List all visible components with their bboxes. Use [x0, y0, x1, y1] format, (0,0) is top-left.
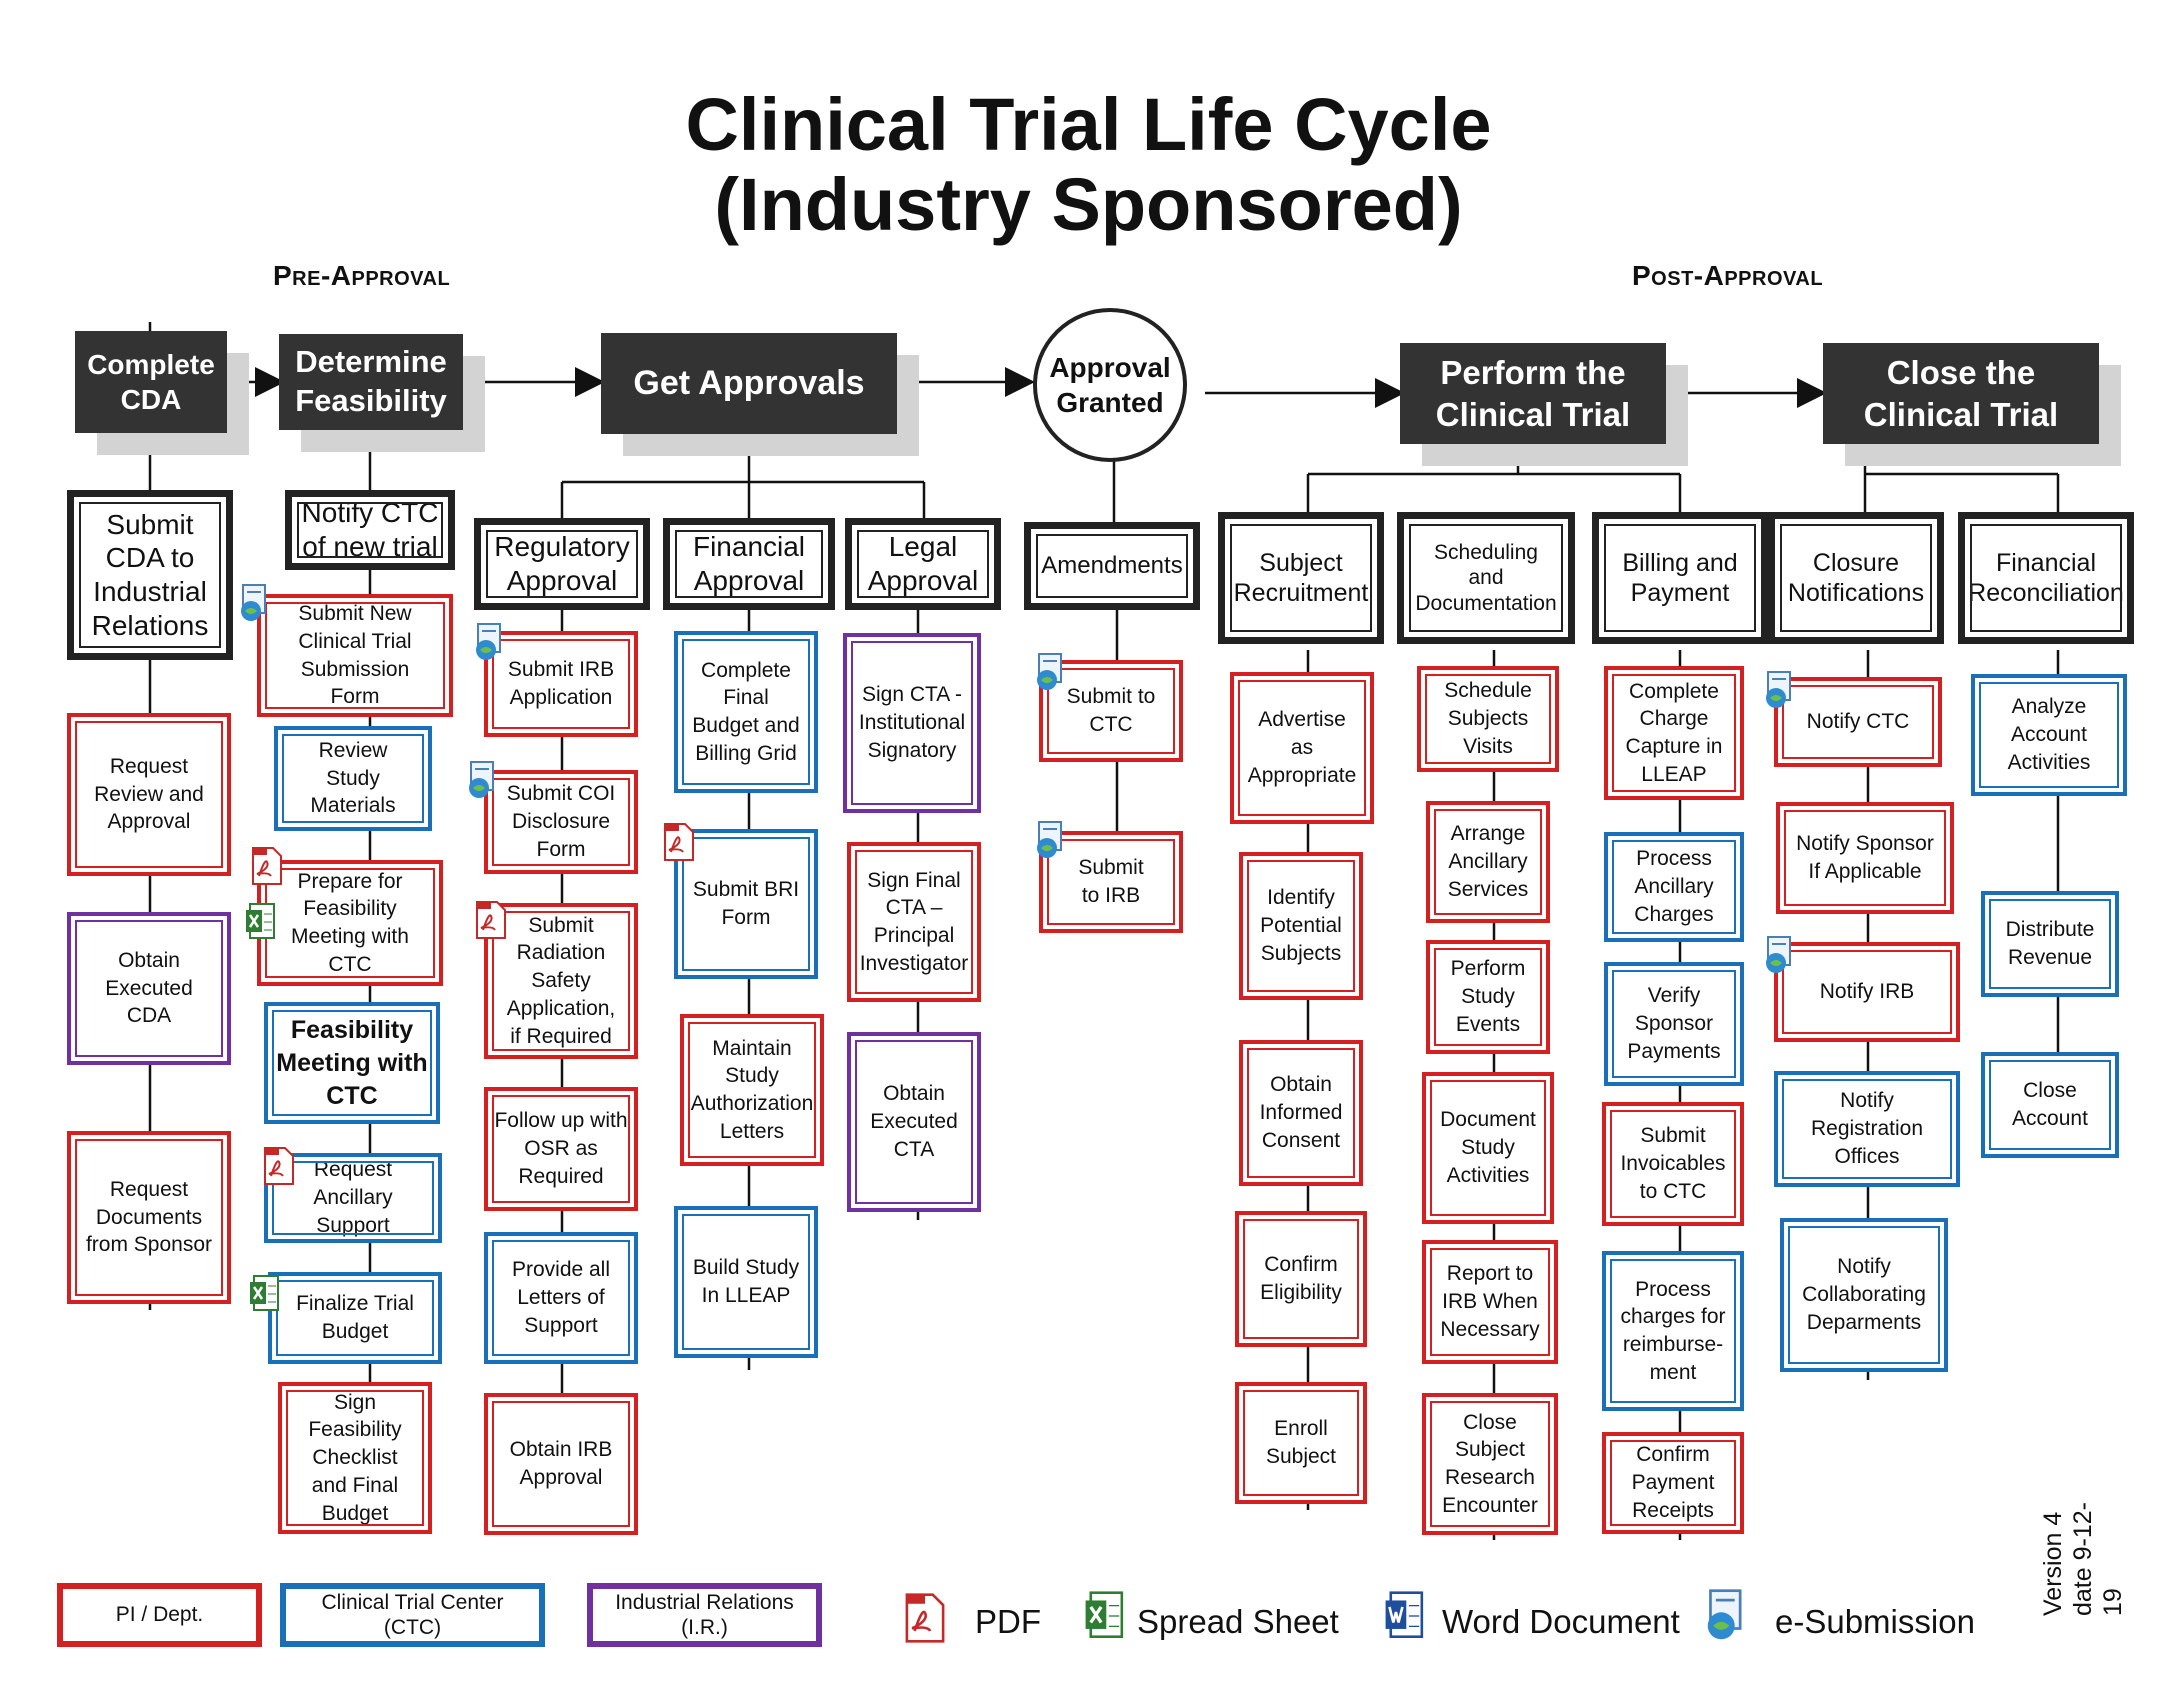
e-submission-icon	[476, 623, 501, 660]
category-billing-payment: Billing and Payment	[1592, 512, 1768, 644]
task-sign-feasibility-checklist: Sign Feasibility Checklist and Final Bud…	[278, 1382, 432, 1534]
version-date: date 9-12-19	[2069, 1502, 2127, 1616]
task-distribute-revenue: Distribute Revenue	[1981, 891, 2119, 997]
stage-close-trial: Close the Clinical Trial	[1823, 343, 2099, 444]
task-sign-final-cta: Sign Final CTA – Principal Investigator	[847, 842, 981, 1002]
legend-pi-dept: PI / Dept.	[57, 1583, 262, 1647]
word-document-icon	[1385, 1591, 1424, 1638]
task-advertise: Advertise as Appropriate	[1230, 672, 1374, 824]
task-complete-charge-capture: Complete Charge Capture in LLEAP	[1604, 666, 1744, 800]
task-perform-study-events: Perform Study Events	[1426, 940, 1550, 1054]
e-submission-icon	[1766, 671, 1791, 708]
category-financial-reconciliation: Financial Reconciliation	[1958, 512, 2134, 644]
pdf-icon	[476, 901, 506, 939]
task-submit-to-irb: Submit to IRB	[1039, 831, 1183, 933]
e-submission-icon	[1037, 653, 1062, 690]
task-submit-coi-disclosure: Submit COI Disclosure Form	[484, 770, 638, 874]
task-obtain-executed-cda: Obtain Executed CDA	[67, 912, 231, 1065]
task-analyze-account: Analyze Account Activities	[1971, 674, 2127, 796]
e-submission-icon	[241, 584, 266, 621]
task-provide-letters-support: Provide all Letters of Support	[484, 1232, 638, 1364]
category-notify-ctc: Notify CTC of new trial	[285, 490, 455, 570]
task-submit-invoicables: Submit Invoicables to CTC	[1602, 1102, 1744, 1226]
legend-spreadsheet-label: Spread Sheet	[1137, 1603, 1339, 1640]
task-notify-irb: Notify IRB	[1774, 942, 1960, 1042]
task-process-reimbursement-charges: Process charges for reimburse- ment	[1602, 1251, 1744, 1411]
task-review-study-materials: Review Study Materials	[274, 726, 432, 831]
task-enroll-subject: Enroll Subject	[1235, 1382, 1367, 1504]
task-notify-registration-offices: Notify Registration Offices	[1774, 1071, 1960, 1187]
stage-get-approvals: Get Approvals	[601, 333, 897, 434]
task-prepare-feasibility-meeting: Prepare for Feasibility Meeting with CTC	[257, 860, 443, 986]
category-amendments: Amendments	[1024, 522, 1200, 610]
task-finalize-trial-budget: Finalize Trial Budget	[268, 1272, 442, 1364]
legend-esubmission-label: e-Submission	[1775, 1603, 1975, 1640]
pdf-icon	[905, 1593, 945, 1643]
task-close-account: Close Account	[1981, 1052, 2119, 1158]
legend-industrial-relations: Industrial Relations (I.R.)	[587, 1583, 822, 1647]
e-submission-icon	[1766, 936, 1791, 973]
task-request-documents: Request Documents from Sponsor	[67, 1131, 231, 1304]
category-legal-approval: Legal Approval	[845, 518, 1001, 610]
pdf-icon	[664, 823, 694, 861]
version-line: Version 4	[2039, 1511, 2067, 1616]
category-subject-recruitment: Subject Recruitment	[1218, 512, 1384, 644]
task-identify-subjects: Identify Potential Subjects	[1239, 852, 1363, 1000]
task-document-study-activities: Document Study Activities	[1422, 1072, 1554, 1224]
category-regulatory-approval: Regulatory Approval	[474, 518, 650, 610]
task-arrange-ancillary: Arrange Ancillary Services	[1426, 801, 1550, 923]
category-submit-cda: Submit CDA to Industrial Relations	[67, 490, 233, 660]
pdf-icon	[252, 847, 282, 885]
task-notify-ctc: Notify CTC	[1774, 677, 1942, 767]
task-obtain-irb-approval: Obtain IRB Approval	[484, 1393, 638, 1535]
task-obtain-executed-cta: Obtain Executed CTA	[847, 1032, 981, 1212]
spreadsheet-icon	[246, 903, 275, 939]
task-submit-to-ctc: Submit to CTC	[1039, 660, 1183, 762]
diagram-title-line1: Clinical Trial Life Cycle	[685, 83, 1492, 166]
stage-perform-trial: Perform the Clinical Trial	[1400, 343, 1666, 444]
legend-pdf-label: PDF	[975, 1603, 1041, 1640]
task-maintain-authorization-letters: Maintain Study Authorization Letters	[680, 1014, 824, 1166]
task-sign-cta-institutional: Sign CTA - Institutional Signatory	[843, 633, 981, 813]
task-confirm-eligibility: Confirm Eligibility	[1235, 1211, 1367, 1347]
category-closure-notifications: Closure Notifications	[1768, 512, 1944, 644]
pdf-icon	[264, 1147, 294, 1185]
task-notify-collaborating-departments: Notify Collaborating Deparments	[1780, 1218, 1948, 1372]
task-complete-final-budget: Complete Final Budget and Billing Grid	[674, 631, 818, 793]
task-verify-sponsor-payments: Verify Sponsor Payments	[1604, 962, 1744, 1086]
task-follow-up-osr: Follow up with OSR as Required	[484, 1087, 638, 1211]
task-submit-new-clinical-trial: Submit New Clinical Trial Submission For…	[257, 594, 453, 717]
task-report-to-irb: Report to IRB When Necessary	[1422, 1240, 1558, 1364]
task-notify-sponsor: Notify Sponsor If Applicable	[1776, 802, 1954, 914]
e-submission-icon	[1037, 821, 1062, 858]
task-close-subject-encounter: Close Subject Research Encounter	[1422, 1393, 1558, 1535]
task-obtain-informed-consent: Obtain Informed Consent	[1239, 1040, 1363, 1186]
task-submit-bri-form: Submit BRI Form	[674, 829, 818, 979]
stage-determine-feasibility: Determine Feasibility	[279, 334, 463, 430]
spreadsheet-icon	[250, 1275, 279, 1311]
e-submission-icon	[1707, 1589, 1742, 1640]
category-financial-approval: Financial Approval	[663, 518, 835, 610]
task-process-ancillary-charges: Process Ancillary Charges	[1604, 832, 1744, 942]
stage-complete-cda: Complete CDA	[75, 331, 227, 433]
e-submission-icon	[469, 761, 494, 798]
task-request-review: Request Review and Approval	[67, 713, 231, 876]
legend-ctc: Clinical Trial Center (CTC)	[280, 1583, 545, 1647]
pre-approval-label: Pre-Approval	[273, 260, 451, 291]
task-submit-radiation-safety: Submit Radiation Safety Application, if …	[484, 903, 638, 1059]
task-feasibility-meeting: Feasibility Meeting with CTC	[264, 1002, 440, 1124]
category-scheduling-documentation: Scheduling and Documentation	[1397, 512, 1575, 644]
diagram-title-line2: (Industry Sponsored)	[714, 163, 1463, 246]
post-approval-label: Post-Approval	[1632, 260, 1824, 291]
spreadsheet-icon	[1085, 1591, 1124, 1638]
version-note: Version 4 date 9-12-19	[2038, 1477, 2128, 1616]
task-submit-irb-application: Submit IRB Application	[484, 631, 638, 737]
legend-word-label: Word Document	[1442, 1603, 1680, 1640]
task-build-study-lleap: Build Study In LLEAP	[674, 1206, 818, 1358]
task-schedule-visits: Schedule Subjects Visits	[1417, 666, 1559, 772]
task-confirm-payment-receipts: Confirm Payment Receipts	[1602, 1432, 1744, 1534]
stage-approval-granted: Approval Granted	[1033, 308, 1187, 462]
